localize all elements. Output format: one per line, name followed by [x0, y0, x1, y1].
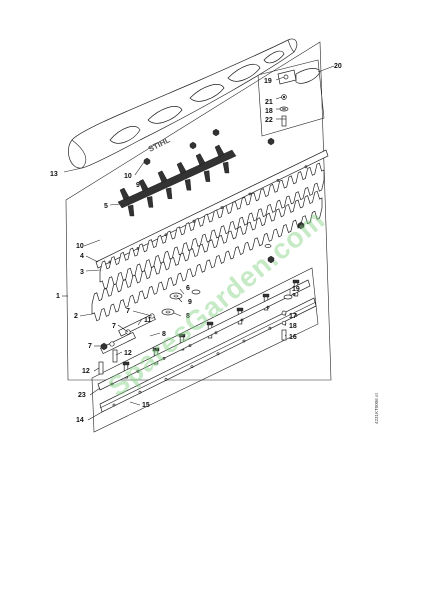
- bar-hole: [268, 326, 272, 330]
- bolt-head: [236, 307, 244, 312]
- label-4: 4: [80, 253, 84, 260]
- label-8a: 8: [186, 313, 190, 320]
- fork-tooth: [119, 187, 130, 201]
- label-1: 1: [56, 293, 60, 300]
- fork-tooth: [146, 196, 154, 208]
- label-9b: 9: [188, 299, 192, 306]
- bolt-head: [178, 333, 186, 338]
- label-3: 3: [80, 269, 84, 276]
- right-fastener-kit: [281, 294, 293, 341]
- bar-hole: [188, 344, 192, 348]
- label-7c: 7: [88, 343, 92, 350]
- fork-tooth: [214, 144, 225, 158]
- fork-tooth: [203, 170, 211, 182]
- label-19b: 19: [292, 286, 300, 293]
- bar-hole: [216, 352, 220, 356]
- bar-hole: [248, 192, 252, 196]
- bar-hole: [240, 318, 244, 322]
- bar-hole: [136, 369, 140, 373]
- blade-fasteners: [98, 221, 305, 375]
- guide-bar-upper: [97, 279, 311, 391]
- bar-hole: [138, 390, 142, 394]
- label-6: 6: [186, 285, 190, 292]
- bar-hole: [162, 356, 166, 360]
- bar-hole: [276, 178, 280, 182]
- label-18b: 18: [289, 323, 297, 330]
- blade-end-kit: [277, 68, 321, 127]
- fork-tooth: [127, 204, 135, 217]
- upper-cutter-blade: [99, 162, 325, 290]
- lower-cutter-blade: [91, 190, 323, 322]
- label-10a: 10: [124, 173, 132, 180]
- fork-tooth: [165, 187, 173, 199]
- kit-frame-20: [257, 59, 325, 137]
- gear-fork: [117, 144, 237, 217]
- label-2: 2: [74, 313, 78, 320]
- label-8b: 8: [162, 331, 166, 338]
- bar-hole: [294, 313, 298, 317]
- label-7b: 7: [112, 323, 116, 330]
- bar-hole: [304, 165, 308, 169]
- assembly-frame-upper: [65, 41, 332, 381]
- label-20: 20: [334, 63, 342, 70]
- bolt-head: [122, 361, 130, 366]
- label-23: 23: [78, 392, 86, 399]
- label-12b: 12: [82, 368, 90, 375]
- leader-lines: [62, 65, 335, 421]
- fork-tooth: [222, 161, 230, 174]
- fork-tooth: [157, 170, 168, 184]
- label-7a: 7: [126, 308, 130, 315]
- label-17: 17: [289, 313, 297, 320]
- blade-guard: STIHL: [68, 38, 298, 169]
- label-12a: 12: [124, 350, 132, 357]
- hex-nuts-top: [143, 128, 275, 166]
- label-14: 14: [76, 417, 84, 424]
- fork-tooth: [184, 178, 192, 191]
- label-11: 11: [144, 317, 152, 324]
- fork-tooth: [176, 161, 187, 175]
- bar-hole: [266, 305, 270, 309]
- label-15: 15: [142, 402, 150, 409]
- bolt-head: [152, 347, 160, 352]
- bar-hole: [242, 339, 246, 343]
- label-19a: 19: [264, 78, 272, 85]
- label-18a: 18: [265, 108, 273, 115]
- label-22: 22: [265, 117, 273, 124]
- drawing-code: 4231KT0006 ot: [374, 392, 379, 424]
- bolt-head: [262, 293, 270, 298]
- flat-bar: [95, 149, 329, 269]
- bar-hole: [292, 292, 296, 296]
- label-10b: 10: [76, 243, 84, 250]
- label-16: 16: [289, 334, 297, 341]
- bolt-head: [292, 279, 300, 284]
- bolt-head: [206, 321, 214, 326]
- label-9a: 9: [136, 182, 140, 189]
- label-13: 13: [50, 171, 58, 178]
- bar-hole: [190, 365, 194, 369]
- bar-hole: [112, 403, 116, 407]
- fork-tooth: [195, 153, 206, 166]
- assembly-frame-lower: [91, 267, 319, 433]
- label-5: 5: [104, 203, 108, 210]
- fork-tooth: [138, 179, 149, 192]
- bar-hole: [110, 382, 114, 386]
- bar-hole: [164, 377, 168, 381]
- stihl-logo: STIHL: [147, 135, 172, 154]
- bar-hole: [214, 331, 218, 335]
- label-21: 21: [265, 99, 273, 106]
